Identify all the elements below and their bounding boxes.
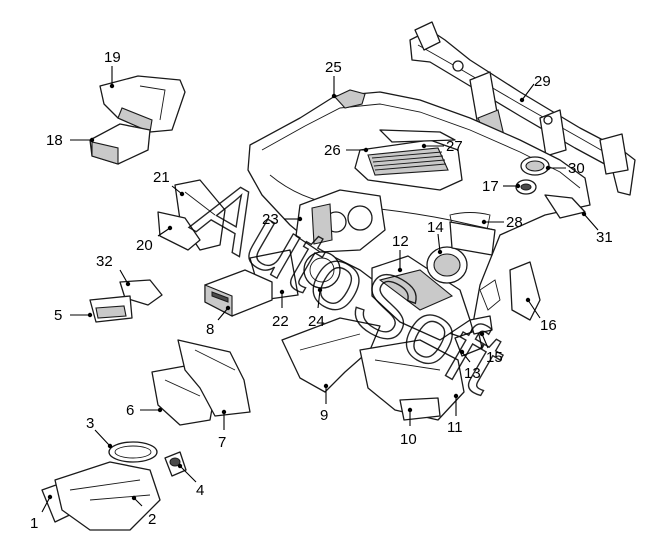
part-12-glovebox-housing <box>371 255 471 341</box>
callout-10: 10 <box>400 431 417 448</box>
callout-31: 31 <box>596 229 613 246</box>
callout-9: 9 <box>320 407 328 424</box>
callout-23: 23 <box>262 211 279 228</box>
part-5-connector <box>89 295 133 323</box>
part-23-24-instrument-cluster <box>295 189 386 289</box>
callout-22: 22 <box>272 313 289 330</box>
part-13-15-bits <box>454 315 493 357</box>
part-31-end-cap <box>544 194 586 219</box>
part-30-vent <box>520 156 550 176</box>
callout-21: 21 <box>153 169 170 186</box>
callout-8: 8 <box>206 321 214 338</box>
part-3-ring <box>108 441 158 463</box>
callout-24: 24 <box>308 313 325 330</box>
callout-25: 25 <box>325 59 342 76</box>
callout-30: 30 <box>568 160 585 177</box>
part-28-trim-strip <box>449 221 496 256</box>
callout-20: 20 <box>136 237 153 254</box>
part-4-knob <box>164 451 187 477</box>
callout-5: 5 <box>54 307 62 324</box>
part-18-module <box>89 123 151 165</box>
callout-12: 12 <box>392 233 409 250</box>
part-8-radio-box <box>204 269 273 317</box>
callout-32: 32 <box>96 253 113 270</box>
part-17-button <box>515 179 537 195</box>
callout-19: 19 <box>104 49 121 66</box>
callout-13: 13 <box>464 365 481 382</box>
callout-7: 7 <box>218 434 226 451</box>
callout-4: 4 <box>196 482 204 499</box>
callout-1: 1 <box>30 515 38 532</box>
callout-11: 11 <box>447 419 463 436</box>
part-26-27-center-vents <box>354 129 463 191</box>
callout-29: 29 <box>534 73 551 90</box>
callout-14: 14 <box>427 219 444 236</box>
part-9-lower-panel <box>281 317 381 393</box>
callout-6: 6 <box>126 402 134 419</box>
callout-15: 15 <box>486 349 503 366</box>
part-29-crossbeam <box>409 21 636 196</box>
callout-16: 16 <box>540 317 557 334</box>
callout-27: 27 <box>446 138 463 155</box>
callout-28: 28 <box>506 214 523 231</box>
callout-17: 17 <box>482 178 499 195</box>
callout-18: 18 <box>46 132 63 149</box>
part-20-trim <box>157 211 201 251</box>
part-7-trim <box>177 339 251 417</box>
callout-2: 2 <box>148 511 156 528</box>
part-14-round-vent <box>426 246 468 284</box>
callout-26: 26 <box>324 142 341 159</box>
callout-3: 3 <box>86 415 94 432</box>
callouts: 1 2 3 4 5 6 7 8 9 10 11 12 13 <box>30 49 613 532</box>
part-2-console <box>54 461 161 531</box>
